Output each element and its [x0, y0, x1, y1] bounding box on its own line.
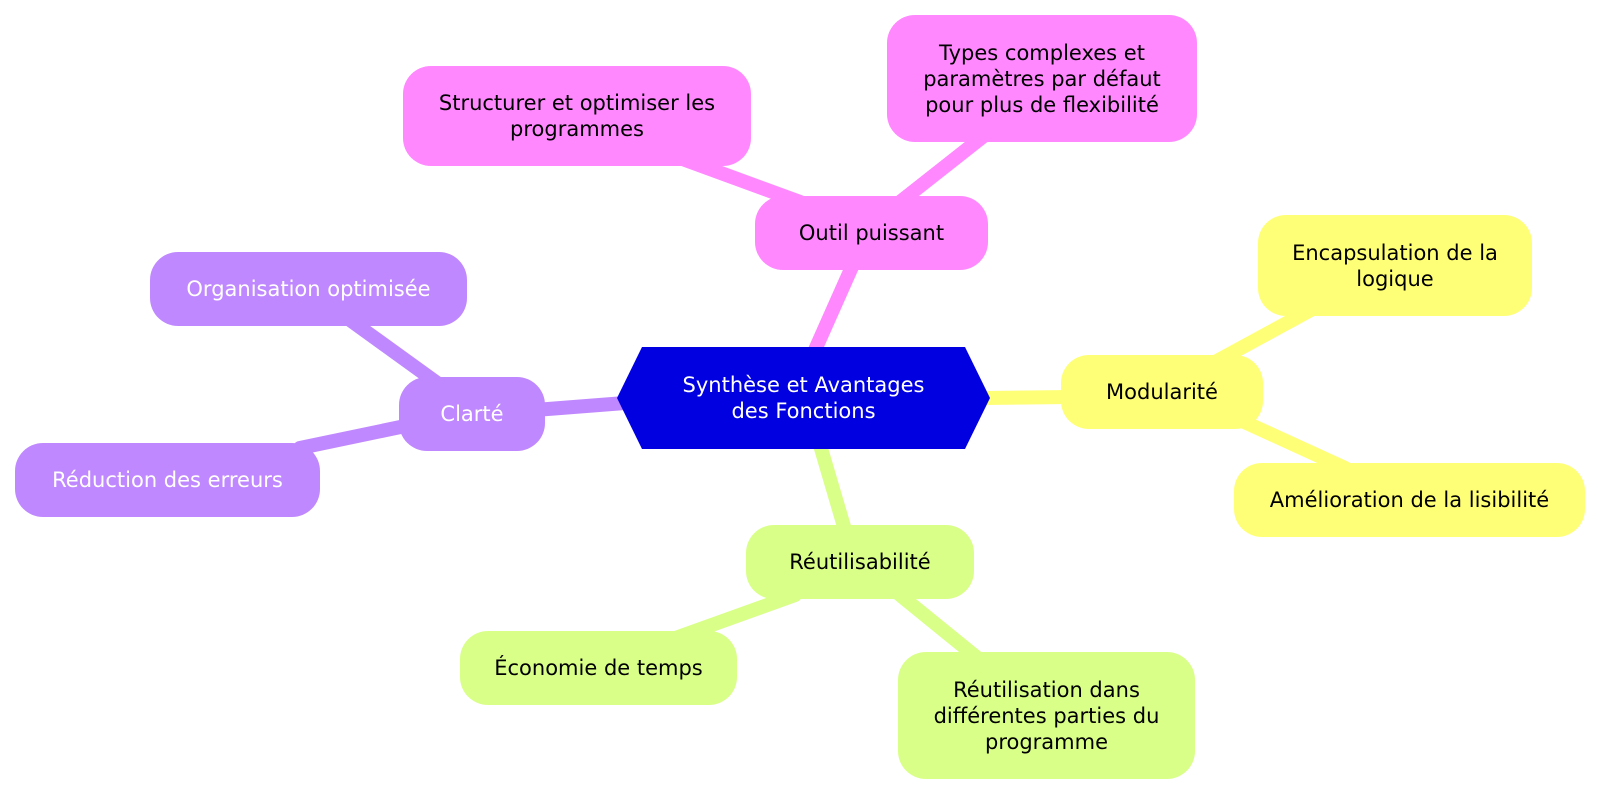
edge-clarte-organisation [343, 313, 447, 392]
leaf-amelioration: Amélioration de la lisibilité [1234, 463, 1585, 537]
leaf-reutilisation: Réutilisation dans différentes parties d… [898, 652, 1195, 779]
branch-modularite: Modularité [1061, 355, 1263, 429]
edge-modularite-amelioration [1233, 413, 1352, 475]
branch-outil-puissant: Outil puissant [755, 196, 988, 270]
branch-reutilisabilite: Réutilisabilité [746, 525, 974, 599]
leaf-reduction: Réduction des erreurs [15, 443, 320, 517]
leaf-label: Réutilisation dans différentes parties d… [933, 677, 1160, 754]
branch-label: Modularité [1106, 380, 1218, 404]
leaf-label: Réduction des erreurs [52, 468, 283, 492]
edge-clarte-reduction [293, 418, 417, 455]
leaf-types-complexes: Types complexes et paramètres par défaut… [887, 15, 1197, 142]
edge-root-outil [808, 253, 862, 357]
leaf-organisation: Organisation optimisée [150, 252, 467, 326]
leaf-label: Organisation optimisée [186, 277, 431, 301]
leaf-economie: Économie de temps [460, 631, 737, 705]
leaf-encapsulation: Encapsulation de la logique [1258, 215, 1532, 316]
leaf-label: Types complexes et paramètres par défaut… [923, 40, 1161, 117]
edge-root-clarte [528, 396, 632, 417]
leaf-label: Encapsulation de la logique [1292, 240, 1498, 291]
leaf-label: Économie de temps [494, 656, 703, 680]
branch-clarte: Clarté [399, 377, 545, 451]
root-node: Synthèse et Avantages des Fonctions [617, 347, 990, 449]
branch-label: Clarté [440, 402, 504, 426]
branch-label: Outil puissant [798, 221, 945, 245]
leaf-label: Structurer et optimiser les programmes [438, 91, 716, 141]
edge-outil-types [893, 128, 992, 209]
branch-label: Réutilisabilité [789, 550, 931, 574]
root-label: Synthèse et Avantages des Fonctions [682, 373, 925, 423]
edge-root-modularite [978, 390, 1077, 405]
leaf-label: Amélioration de la lisibilité [1269, 488, 1550, 512]
edge-root-reutilisabilite [813, 438, 852, 537]
edge-reutilisabilite-reutilisation [893, 588, 987, 667]
leaf-structurer: Structurer et optimiser les programmes [403, 66, 751, 166]
